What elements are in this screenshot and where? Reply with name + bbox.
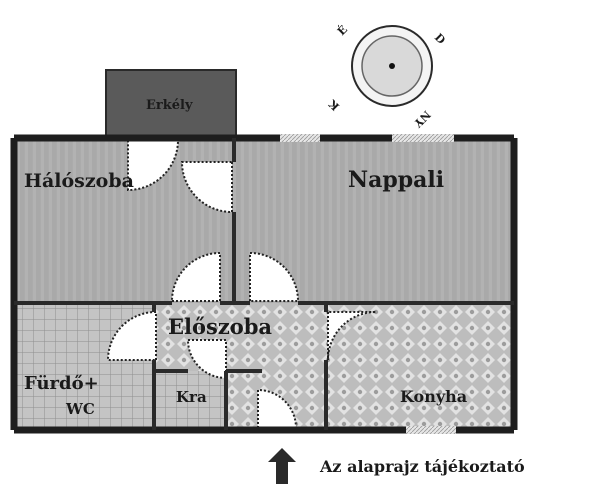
compass-east: K — [326, 97, 342, 113]
window — [406, 426, 456, 434]
balcony-label: Erkély — [146, 98, 193, 113]
door-swings — [106, 139, 377, 429]
kitchen-floor — [326, 303, 514, 430]
window — [280, 134, 320, 142]
compass-north: É — [334, 22, 350, 38]
bathroom-label-line2: WC — [65, 400, 95, 418]
bathroom-label-line1: Fürdő+ — [24, 373, 99, 394]
pantry-floor — [156, 371, 226, 430]
caption: Az alaprajz tájékoztató — [319, 457, 525, 476]
outer-walls — [10, 134, 518, 434]
pantry-label: Kra — [176, 388, 207, 406]
window — [392, 134, 454, 142]
entrance-arrow-icon — [268, 448, 296, 484]
hall-label: Előszoba — [168, 314, 272, 339]
kitchen-label: Konyha — [400, 387, 467, 406]
compass-icon: É D K NY — [326, 22, 448, 130]
compass-south: D — [432, 31, 448, 47]
bedroom-label: Hálószoba — [24, 170, 134, 192]
living-label: Nappali — [348, 167, 444, 193]
balcony-area — [105, 69, 237, 139]
compass-west: NY — [411, 108, 433, 130]
inner-walls — [14, 138, 514, 430]
